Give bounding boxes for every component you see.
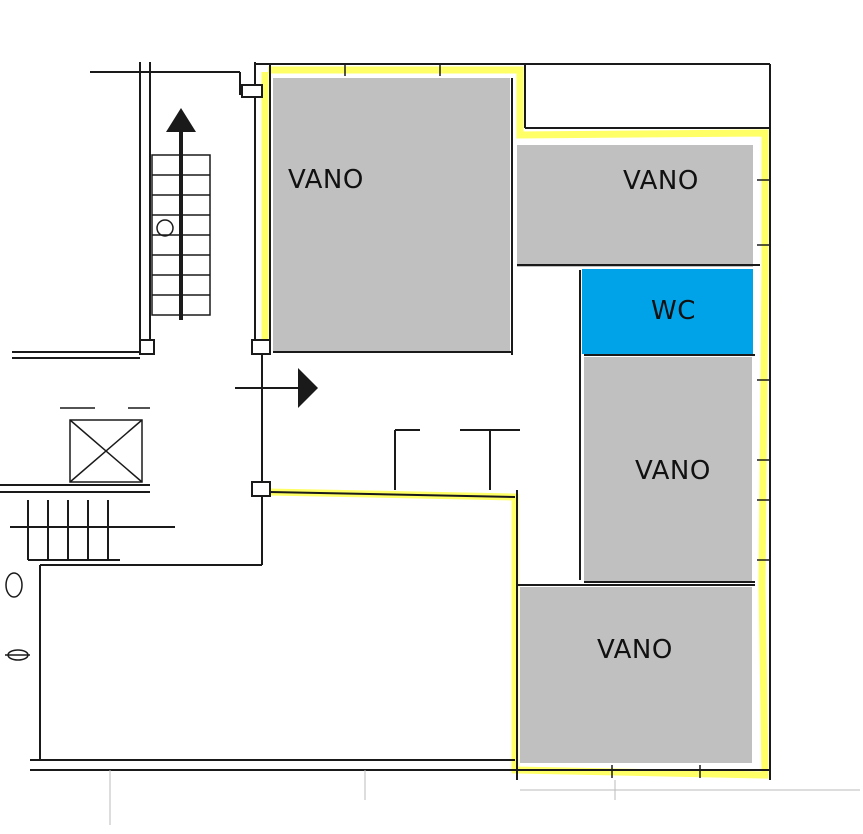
room-vano-1 [273,78,510,351]
pillars [139,84,271,497]
sketch-symbols [5,572,30,661]
rooms [273,78,753,763]
elevator-cross-icon [60,407,150,483]
stair-up-arrow-icon [166,108,196,320]
room-wc [582,269,753,354]
window-marks [344,64,770,778]
room-vano-4 [520,587,752,763]
walls [0,62,771,780]
room-vano-3 [584,357,752,581]
room-vano-2 [517,145,753,267]
scan-lines [109,770,860,825]
room-label-vano-2: VANO [623,166,699,196]
room-label-wc: WC [651,296,696,326]
room-label-vano-1: VANO [288,165,364,195]
room-label-vano-3: VANO [635,456,711,486]
entry-arrow-icon [235,368,318,408]
lower-stairs [10,500,175,561]
room-label-vano-4: VANO [597,635,673,665]
property-boundary-highlight [261,66,769,779]
